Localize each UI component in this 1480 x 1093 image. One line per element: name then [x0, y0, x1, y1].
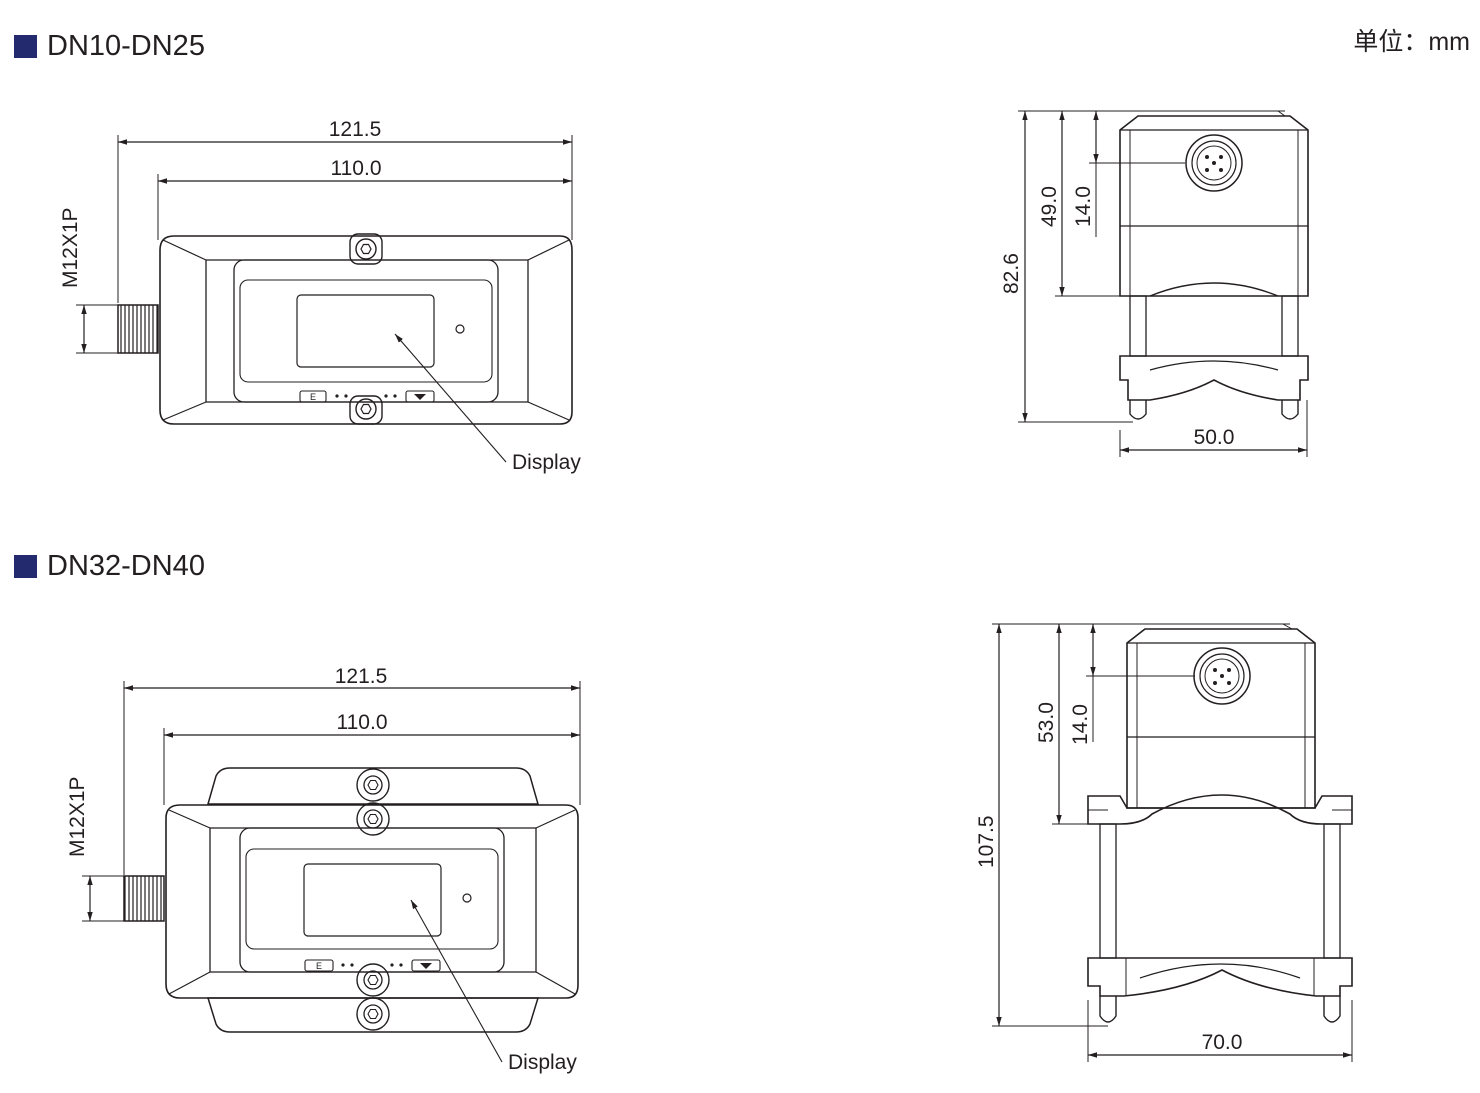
side-view-dn32-dn40: 107.5 53.0 14.0 70.0 [975, 623, 1353, 1062]
clamp-top [207, 767, 539, 805]
display-screen [303, 863, 442, 937]
dim-thread: M12X1P [59, 207, 82, 288]
front-view-dn10-dn25: 121.5 110.0 M12X1P E [59, 118, 581, 474]
screw-icon [349, 395, 383, 425]
dim-thread: M12X1P [66, 776, 89, 857]
section-title-dn10-dn25: DN10-DN25 [14, 30, 205, 63]
screw-icon [349, 233, 383, 265]
dim-body-length: 110.0 [337, 711, 388, 734]
upper-clamp [1087, 794, 1353, 825]
dim-width: 50.0 [1194, 426, 1235, 449]
front-view-dn32-dn40: 121.5 110.0 M12X1P E [66, 665, 581, 1074]
dim-total-height: 107.5 [975, 815, 998, 868]
screw-icon [356, 963, 390, 997]
button-e[interactable] [299, 390, 327, 403]
screw-icon [356, 997, 390, 1031]
display-screen [296, 294, 435, 368]
section-title-text: DN32-DN40 [47, 550, 205, 582]
dim-body-height: 53.0 [1035, 702, 1058, 743]
button-e[interactable] [304, 959, 334, 972]
side-body [1119, 115, 1309, 297]
button-down[interactable] [405, 390, 435, 403]
section-title-dn32-dn40: DN32-DN40 [14, 550, 205, 583]
pipe-clamp [1119, 355, 1309, 401]
dim-overall-length: 121.5 [329, 118, 382, 141]
side-body [1126, 628, 1316, 809]
threaded-connector [117, 304, 159, 354]
svg-text:E: E [316, 961, 322, 971]
threaded-connector [123, 875, 165, 922]
sensor-body [165, 804, 579, 999]
dim-connector-height: 14.0 [1072, 186, 1095, 227]
unit-label: 单位：mm [1353, 28, 1470, 56]
clamp-bottom [206, 997, 540, 1033]
display-callout: Display [508, 1051, 577, 1074]
status-led [455, 324, 465, 334]
section-marker [14, 555, 37, 578]
connector-icon [1193, 647, 1251, 705]
dim-connector-height: 14.0 [1069, 704, 1092, 745]
status-led [462, 893, 472, 903]
lower-clamp [1087, 957, 1353, 997]
button-down[interactable] [411, 959, 441, 972]
dim-body-height: 49.0 [1038, 186, 1061, 227]
dim-total-height: 82.6 [1000, 253, 1023, 294]
section-title-text: DN10-DN25 [47, 30, 205, 62]
screw-icon [356, 802, 390, 836]
connector-icon [1185, 134, 1243, 192]
dim-overall-length: 121.5 [335, 665, 388, 688]
svg-text:E: E [310, 392, 316, 402]
section-marker [14, 35, 37, 58]
dim-width: 70.0 [1202, 1031, 1243, 1054]
sensor-body [159, 235, 573, 425]
dim-body-length: 110.0 [331, 157, 382, 180]
display-callout: Display [512, 451, 581, 474]
screw-icon [356, 768, 390, 802]
side-view-dn10-dn25: 82.6 49.0 14.0 50.0 [1000, 110, 1309, 457]
